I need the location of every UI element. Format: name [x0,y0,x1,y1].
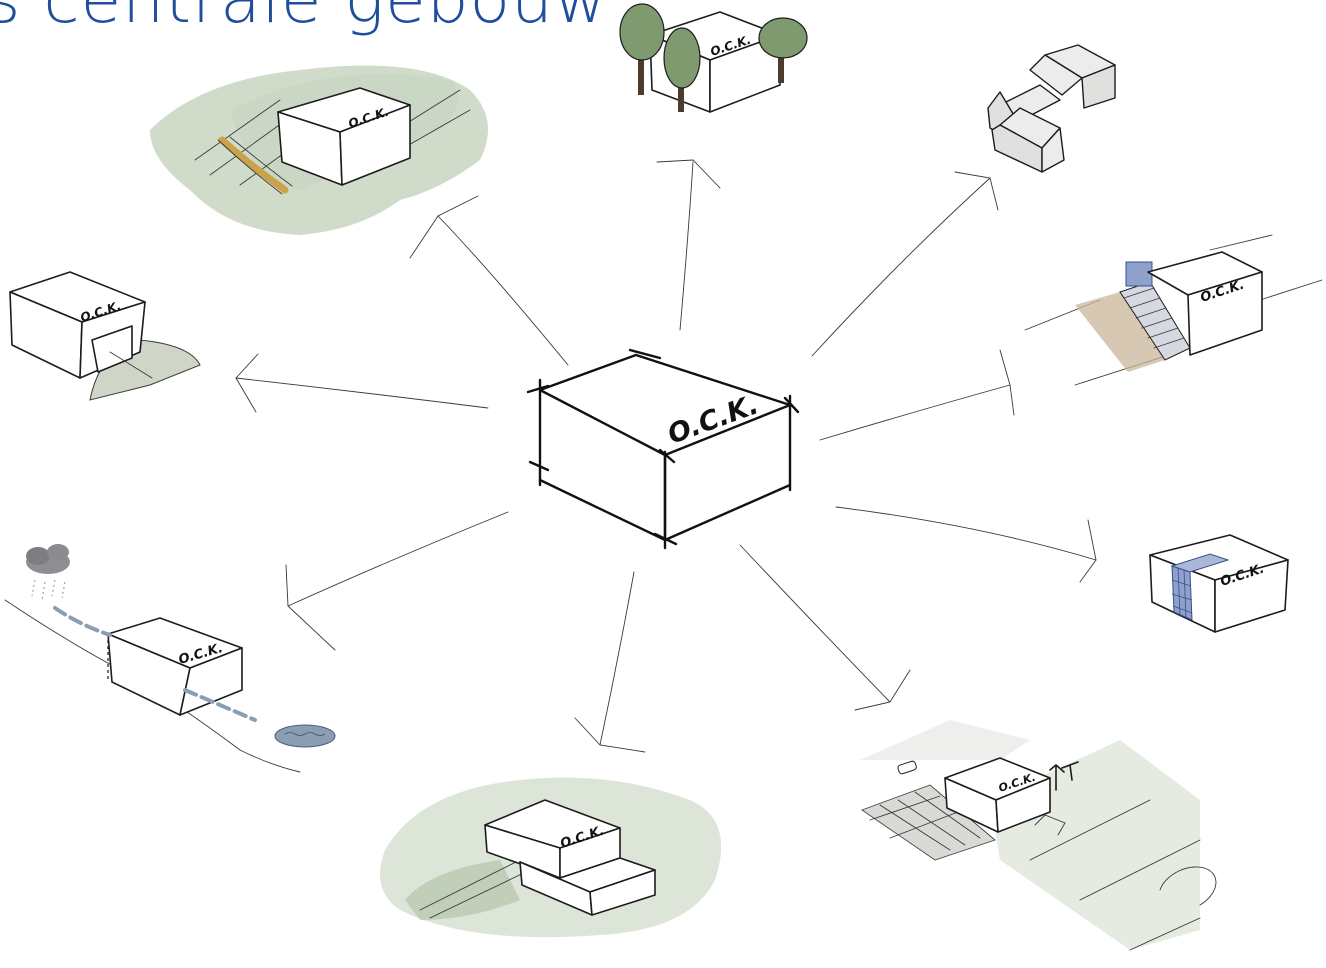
sketch-extension-green: O.C.K. [380,778,721,938]
pond-icon [275,725,335,747]
sketch-rainwater: O.C.K. [5,544,335,772]
rain-cloud-icon [26,544,70,600]
arrow-left [236,354,488,412]
sketch-sports-fields: O.C.K. [860,720,1216,950]
arrow-bottom [575,572,645,752]
sketch-trees: O.C.K. [620,4,807,112]
arrow-top [657,160,720,330]
arrow-bottom-right [740,545,910,710]
arrow-top-right [812,172,998,356]
arrow-right-upper [820,350,1014,440]
central-building: O.C.K. [528,350,798,548]
arrow-right-lower [836,507,1096,582]
sketch-facade-grid: O.C.K. [1150,535,1288,632]
sketch-stairs-terrace: O.C.K. [1025,235,1322,385]
arrow-top-left [410,196,568,365]
parked-car [897,760,917,774]
arrow-left-lower [286,512,508,650]
sketch-pitched-roofs [988,45,1115,172]
sketch-green-slope: O.C.K. [150,66,488,236]
sketch-embankment: O.C.K. [10,272,200,400]
